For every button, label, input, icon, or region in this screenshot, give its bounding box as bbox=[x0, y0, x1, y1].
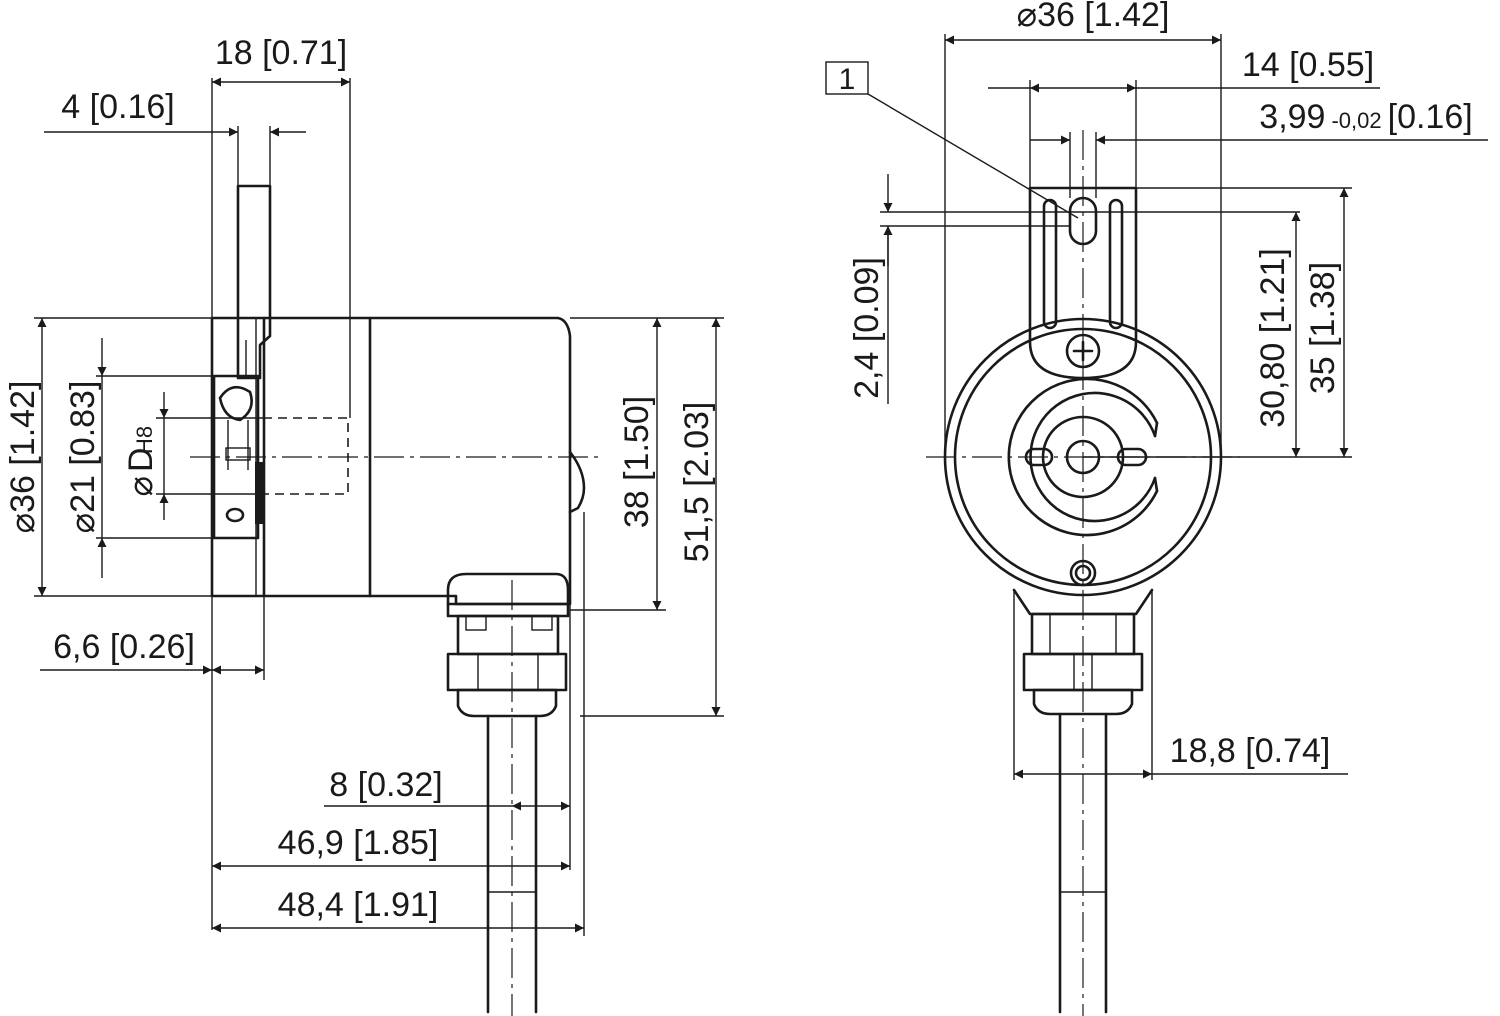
dim-width-14: 14 [0.55] bbox=[1242, 46, 1374, 84]
collar-clamp-band bbox=[255, 462, 263, 524]
gland-cap bbox=[456, 688, 558, 718]
dim-bore-tolerance: H8 bbox=[132, 426, 157, 454]
callout-number: 1 bbox=[839, 63, 856, 96]
cable-outlet-block bbox=[446, 572, 570, 606]
dim-width-18: 18 [0.71] bbox=[215, 34, 347, 72]
dim-slot-3-99: 3,99-0,02[0.16] bbox=[1259, 98, 1472, 136]
dim-offset-6-6: 6,6 [0.26] bbox=[53, 628, 195, 666]
dim-height-38: 38 [1.50] bbox=[618, 396, 656, 528]
dim-width-18-8: 18,8 [0.74] bbox=[1170, 732, 1331, 770]
dim-bore-D: ⌀D bbox=[122, 447, 160, 496]
callout-box bbox=[825, 61, 869, 95]
dim-dia-36-side: ⌀36 [1.42] bbox=[4, 381, 42, 534]
dim-length-8: 8 [0.32] bbox=[329, 766, 442, 804]
side-view: 18 [0.71] 4 [0.16] ⌀36 [1.42] ⌀21 [0.83]… bbox=[4, 34, 724, 1016]
dim-dia-36-front: ⌀36 [1.42] bbox=[1017, 0, 1170, 34]
clamp-screw-head bbox=[218, 385, 253, 422]
gland-body bbox=[456, 614, 560, 656]
dim-length-46-9: 46,9 [1.85] bbox=[278, 824, 439, 862]
front-gland-cap bbox=[1032, 688, 1134, 716]
dim-width-4: 4 [0.16] bbox=[61, 88, 174, 126]
hidden-bore bbox=[263, 417, 349, 495]
housing-bump bbox=[568, 450, 586, 514]
dim-height-30-80: 30,80 [1.21] bbox=[1254, 248, 1292, 428]
front-cable bbox=[1058, 712, 1108, 1014]
front-view: ⌀36 [1.42] 14 [0.55] 3,99-0,02[0.16] 2,4… bbox=[825, 0, 1488, 1016]
dim-length-48-4: 48,4 [1.91] bbox=[278, 886, 439, 924]
tether-slot-left bbox=[1042, 198, 1058, 330]
callout-leader bbox=[867, 93, 1079, 219]
tether-slot-right bbox=[1108, 198, 1124, 330]
encoder-housing bbox=[262, 316, 572, 606]
dim-height-35: 35 [1.38] bbox=[1304, 262, 1342, 394]
dim-dia-21: ⌀21 [0.83] bbox=[64, 381, 102, 534]
collar-hole bbox=[225, 507, 245, 523]
dim-height-51-5: 51,5 [2.03] bbox=[678, 402, 716, 563]
dim-slot-2-4: 2,4 [0.09] bbox=[848, 257, 886, 399]
gland-hex-nut bbox=[446, 652, 568, 692]
